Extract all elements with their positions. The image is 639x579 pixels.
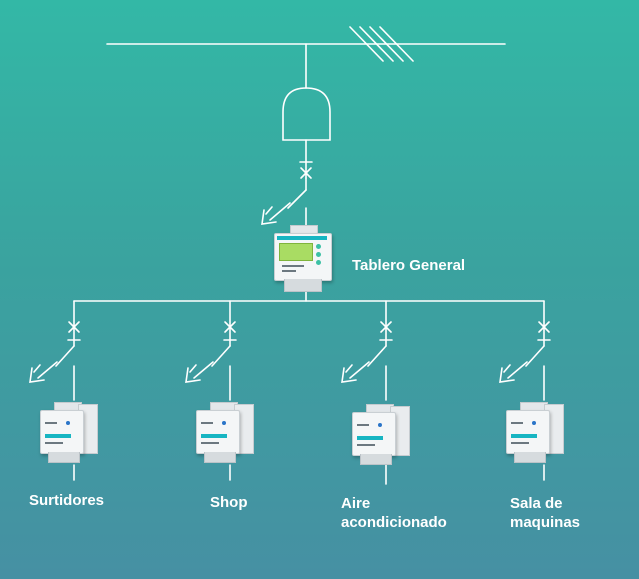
branch-meter-sala [506, 402, 568, 464]
branch-label-line: Aire [341, 495, 371, 512]
branch-switch-blade [367, 345, 387, 367]
branch-label-sala: Sala de maquinas [510, 494, 580, 532]
status-led-icon [222, 421, 226, 425]
meter-display [279, 243, 313, 261]
branch-switch-blade [525, 345, 545, 367]
meter-part [201, 434, 227, 438]
arrow-icon [341, 367, 357, 383]
status-led-icon [66, 421, 70, 425]
branch-label-line: maquinas [510, 514, 581, 531]
meter-part [45, 434, 71, 438]
meter-part [511, 434, 537, 438]
meter-part [201, 442, 219, 444]
meter-part [45, 442, 63, 444]
meter-part [511, 442, 529, 444]
meter-part [357, 424, 369, 426]
branch-switch-blade [55, 345, 75, 367]
meter-part [511, 422, 523, 424]
meter-part [201, 422, 213, 424]
meter-part [360, 454, 392, 465]
meter-part [506, 410, 550, 454]
meter-part [357, 436, 383, 440]
meter-part [514, 452, 546, 463]
main-panel-meter [274, 225, 332, 293]
main-protection-symbol [282, 87, 331, 141]
status-led-icon [532, 421, 536, 425]
main-switch-blade [287, 189, 307, 209]
meter-part [352, 412, 396, 456]
meter-part [196, 410, 240, 454]
meter-part [357, 444, 375, 446]
meter-part [45, 422, 57, 424]
branch-label-surtidores: Surtidores [29, 491, 104, 510]
branch-label-aire: Aire acondicionado [341, 494, 447, 532]
arrow-icon [185, 367, 201, 383]
main-panel-label: Tablero General [352, 257, 466, 274]
branch-label-line: Surtidores [29, 492, 105, 509]
meter-part [204, 452, 236, 463]
branch-meter-aire [352, 404, 414, 466]
meter-part [40, 410, 84, 454]
branch-label-shop: Shop [210, 493, 248, 512]
branch-label-line: acondicionado [341, 514, 447, 531]
arrow-icon [29, 367, 45, 383]
branch-label-line: Sala de [510, 495, 563, 512]
status-led-icon [378, 423, 382, 427]
branch-switch-blade [211, 345, 231, 367]
meter-part [48, 452, 80, 463]
branch-meter-shop [196, 402, 258, 464]
arrow-icon [499, 367, 515, 383]
branch-meter-surtidores [40, 402, 102, 464]
branch-label-line: Shop [210, 494, 248, 511]
three-phase-marks [349, 26, 414, 62]
